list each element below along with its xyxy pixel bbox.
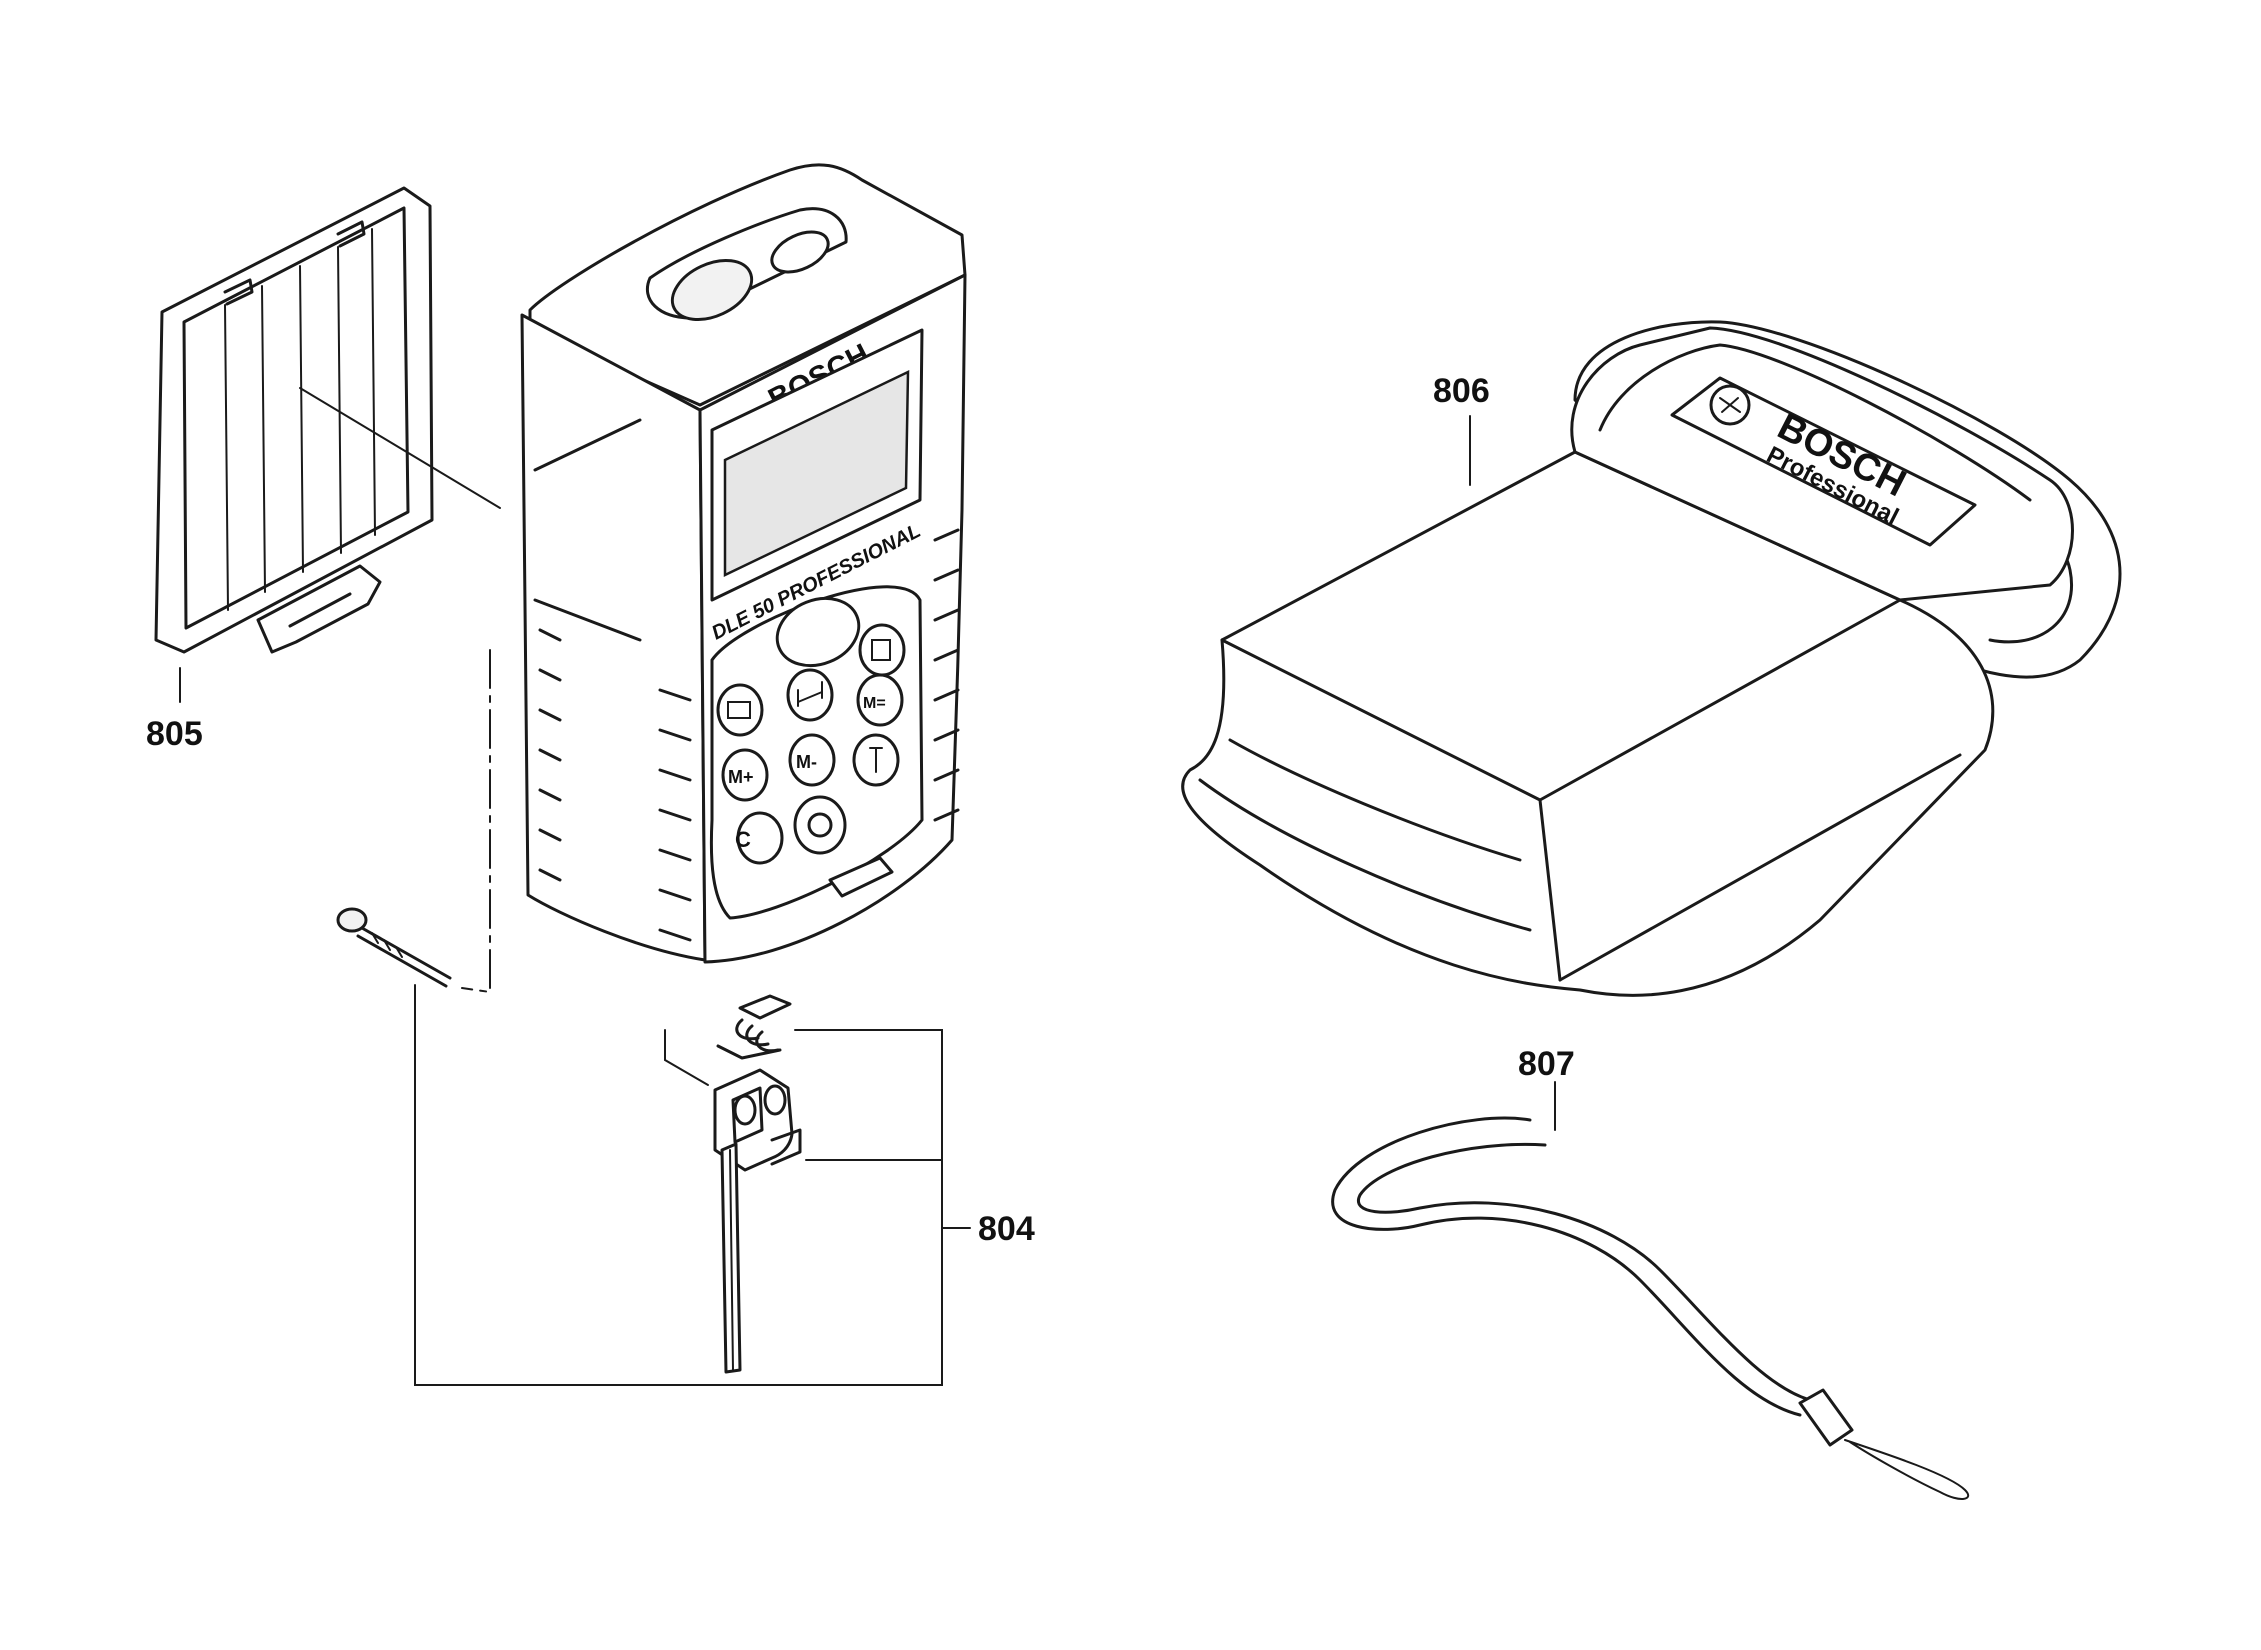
part-label-805: 805 bbox=[146, 715, 203, 753]
carrying-pouch-806: BOSCH Professional bbox=[1181, 320, 2122, 997]
side-grip-ridges bbox=[538, 628, 692, 942]
part-label-806: 806 bbox=[1433, 372, 1490, 410]
measure-button bbox=[775, 596, 861, 668]
screw-part bbox=[336, 907, 452, 988]
keypad-buttons: C M+ M- M= bbox=[716, 623, 906, 865]
laser-rangefinder-device: BOSCH DLE 50 PROFESSIONAL C M+ M- M= bbox=[520, 163, 967, 964]
key-m-plus-label: M+ bbox=[728, 767, 754, 787]
key-m-minus bbox=[788, 733, 836, 787]
part-label-807: 807 bbox=[1518, 1045, 1575, 1083]
key-m-minus-label: M- bbox=[796, 752, 817, 772]
key-length bbox=[786, 668, 834, 722]
key-power bbox=[793, 795, 847, 855]
battery-cover-805 bbox=[154, 186, 501, 654]
key-clear bbox=[736, 811, 784, 865]
key-volume bbox=[858, 623, 906, 677]
key-m-equal bbox=[856, 673, 904, 727]
key-area bbox=[716, 683, 764, 737]
part-label-804: 804 bbox=[978, 1210, 1035, 1248]
clip-spring-assembly-804 bbox=[414, 984, 971, 1386]
wrist-strap-807 bbox=[1331, 1116, 1970, 1500]
key-m-plus bbox=[721, 748, 769, 802]
key-clear-label: C bbox=[735, 827, 751, 852]
key-m-equal-label: M= bbox=[863, 695, 886, 712]
